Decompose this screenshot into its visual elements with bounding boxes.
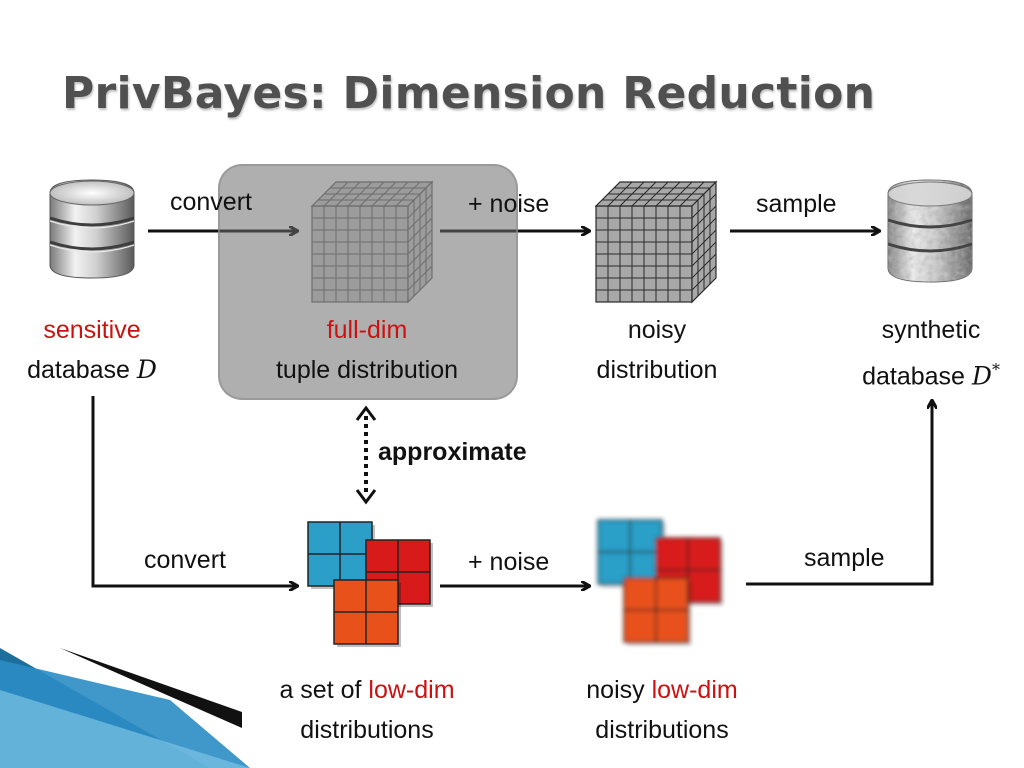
- convert-label-bottom: convert: [144, 546, 226, 574]
- database-icon: [49, 179, 135, 279]
- sensitive-db-line1: sensitive: [43, 316, 141, 344]
- synthetic-db-line2: database D*: [838, 350, 1024, 396]
- grid-cube-icon: [594, 180, 718, 304]
- noisy-low-dim-label: noisy low-dim distributions: [546, 670, 778, 750]
- convert-label-top: convert: [170, 188, 252, 216]
- noisy-dist-line2: distribution: [596, 356, 718, 384]
- synthetic-db-variable: D: [971, 361, 992, 391]
- sample-label-bottom: sample: [804, 544, 885, 572]
- low-dim-set-line1: a set of low-dim: [242, 670, 492, 710]
- noisy-low-dim-line2: distributions: [595, 716, 729, 744]
- sensitive-db-label: sensitive database D: [6, 310, 178, 390]
- noisy-low-dim-line1: noisy low-dim: [546, 670, 778, 710]
- slide-title: PrivBayes: Dimension Reduction: [62, 68, 876, 119]
- approximate-label: approximate: [378, 438, 527, 466]
- corner-decoration: [0, 648, 250, 768]
- full-dim-highlight: [218, 164, 518, 400]
- noise-label-top: + noise: [468, 190, 550, 218]
- sample-label-top: sample: [756, 190, 837, 218]
- arrow-convert-bottom: [91, 396, 296, 586]
- synthetic-db-prefix: database: [862, 362, 972, 391]
- noisy-dist-line1: noisy: [627, 316, 687, 344]
- low-dim-set-prefix: a set of: [279, 676, 369, 704]
- approximate-arrow: [355, 405, 377, 505]
- full-dim-line1: full-dim: [326, 316, 408, 344]
- noisy-low-dim-highlight: low-dim: [651, 676, 738, 704]
- low-dim-set-highlight: low-dim: [368, 676, 455, 704]
- full-dim-label: full-dim tuple distribution: [228, 310, 506, 390]
- sensitive-db-prefix: database: [27, 356, 137, 384]
- sensitive-db-line2: database D: [6, 350, 178, 390]
- db-variable: D: [136, 355, 157, 384]
- low-dim-set-label: a set of low-dim distributions: [242, 670, 492, 750]
- noisy-database-icon: [887, 179, 973, 283]
- noisy-dist-label: noisy distribution: [566, 310, 748, 390]
- noisy-low-dim-prefix: noisy: [586, 676, 652, 704]
- arrow-sample-bottom: [746, 402, 932, 586]
- full-dim-line2: tuple distribution: [275, 356, 459, 384]
- noise-label-bottom: + noise: [468, 548, 550, 576]
- block-grid-icon: [597, 519, 723, 645]
- synthetic-db-line1: synthetic: [881, 316, 981, 344]
- block-grid-icon: [307, 521, 433, 647]
- label-background: [242, 668, 492, 756]
- synthetic-db-label: synthetic database D*: [838, 310, 1024, 396]
- low-dim-set-line2: distributions: [300, 716, 434, 744]
- synthetic-db-superscript: *: [991, 360, 1000, 379]
